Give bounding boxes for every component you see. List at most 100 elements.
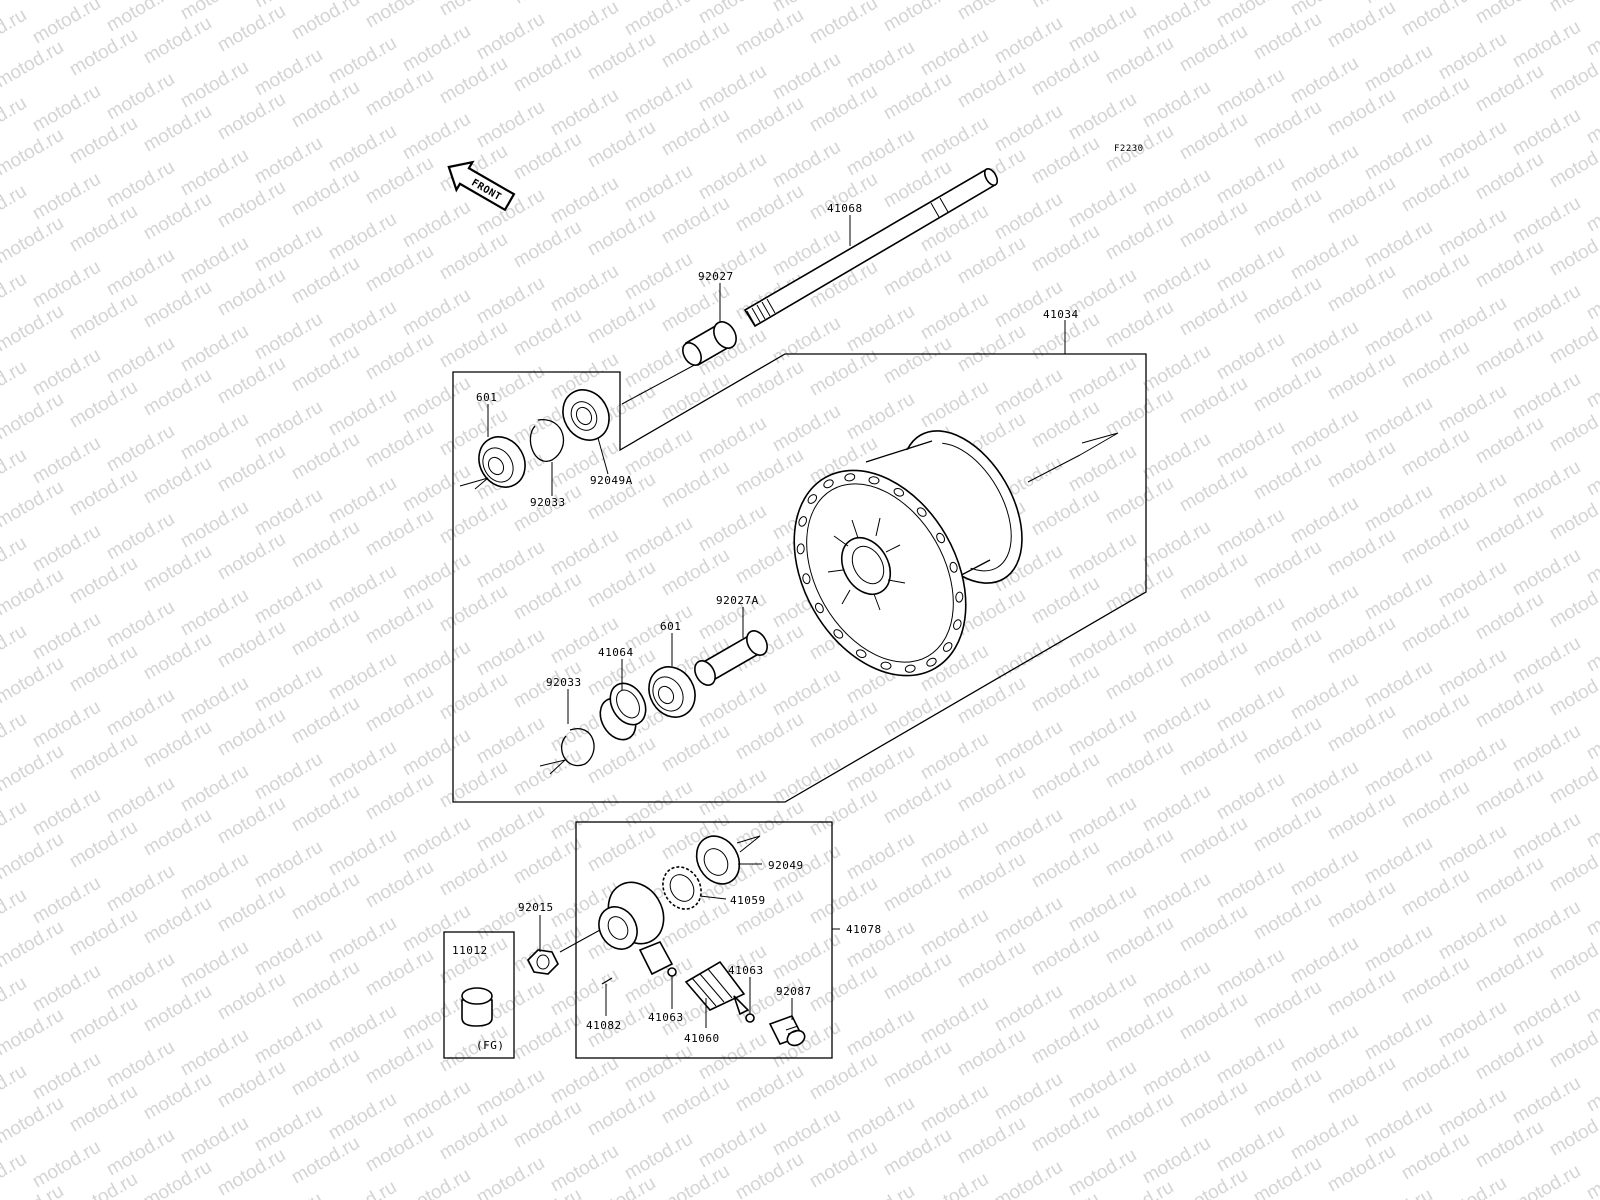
watermark-text: motod.ru (1435, 469, 1510, 525)
watermark-text: motod.ru (103, 333, 178, 389)
watermark-text: motod.ru (251, 1013, 326, 1069)
hub-hole (823, 479, 834, 489)
watermark-text: motod.ru (399, 285, 474, 341)
watermark-text: motod.ru (917, 729, 992, 785)
watermark-text: motod.ru (362, 769, 437, 825)
watermark-text: motod.ru (251, 925, 326, 981)
watermark-text: motod.ru (140, 365, 215, 421)
hub-hole (942, 642, 953, 652)
watermark-text: motod.ru (288, 253, 363, 309)
watermark-text: motod.ru (0, 741, 67, 797)
watermark-text: motod.ru (1583, 269, 1600, 325)
figure-code: F2230 (1114, 144, 1144, 154)
watermark-text: motod.ru (1102, 473, 1177, 529)
watermark-text: motod.ru (103, 0, 178, 36)
watermark-text: motod.ru (1250, 1065, 1325, 1121)
watermark-text: motod.ru (954, 1113, 1029, 1169)
watermark-text: motod.ru (214, 705, 289, 761)
watermark-text: motod.ru (1361, 657, 1436, 713)
watermark-text: motod.ru (1102, 297, 1177, 353)
watermark-text: motod.ru (1176, 21, 1251, 77)
watermark-text: motod.ru (1250, 9, 1325, 65)
watermark-text: motod.ru (177, 1025, 252, 1081)
watermark-text: motod.ru (214, 265, 289, 321)
watermark-text: motod.ru (399, 197, 474, 253)
watermark-text: motod.ru (140, 541, 215, 597)
watermark-text: motod.ru (325, 1177, 400, 1200)
watermark-text: motod.ru (1065, 1145, 1140, 1200)
watermark-text: motod.ru (1287, 1109, 1362, 1165)
watermark-text: motod.ru (473, 889, 548, 945)
watermark-text: motod.ru (0, 5, 30, 61)
watermark-text: motod.ru (1028, 0, 1103, 12)
watermark-text: motod.ru (0, 1005, 67, 1061)
watermark-text: motod.ru (1472, 0, 1547, 28)
callout-601-bottom: 601 (660, 620, 681, 633)
watermark-text: motod.ru (0, 301, 67, 357)
watermark-text: motod.ru (1065, 705, 1140, 761)
watermark-text: motod.ru (1583, 357, 1600, 413)
watermark-text: motod.ru (1028, 749, 1103, 805)
watermark-text: motod.ru (1509, 1161, 1584, 1200)
watermark-text: motod.ru (362, 329, 437, 385)
watermark-text: motod.ru (880, 773, 955, 829)
watermark-text: motod.ru (1213, 153, 1288, 209)
watermark-text: motod.ru (1065, 89, 1140, 145)
watermark-text: motod.ru (436, 845, 511, 901)
watermark-text: motod.ru (1472, 677, 1547, 733)
watermark-text: motod.ru (991, 189, 1066, 245)
hub-hole (796, 543, 805, 555)
watermark-text: motod.ru (1361, 393, 1436, 449)
watermark-text: motod.ru (362, 0, 437, 32)
watermark-text: motod.ru (140, 189, 215, 245)
watermark-text: motod.ru (473, 361, 548, 417)
watermark-text: motod.ru (806, 1049, 881, 1105)
watermark-text: motod.ru (362, 241, 437, 297)
watermark-text: motod.ru (769, 1105, 844, 1161)
watermark-text: motod.ru (1176, 373, 1251, 429)
watermark-text: motod.ru (473, 273, 548, 329)
stud-line (559, 929, 601, 953)
watermark-text: motod.ru (1472, 501, 1547, 557)
watermark-text: motod.ru (695, 149, 770, 205)
watermark-text: motod.ru (1028, 925, 1103, 981)
watermark-text: motod.ru (954, 0, 1029, 24)
watermark-text: motod.ru (1287, 757, 1362, 813)
callout-92027A: 92027A (716, 594, 759, 607)
watermark-text: motod.ru (584, 117, 659, 173)
watermark-text: motod.ru (954, 57, 1029, 113)
watermark-text: motod.ru (288, 429, 363, 485)
watermark-text: motod.ru (1509, 633, 1584, 689)
watermark-text: motod.ru (66, 113, 141, 169)
watermark-text: motod.ru (0, 445, 30, 501)
watermark-text: motod.ru (1213, 593, 1288, 649)
watermark-text: motod.ru (288, 1133, 363, 1189)
watermark-text: motod.ru (1102, 561, 1177, 617)
watermark-text: motod.ru (1250, 713, 1325, 769)
watermark-text: motod.ru (177, 57, 252, 113)
watermark-text: motod.ru (1176, 1165, 1251, 1200)
watermark-text: motod.ru (584, 733, 659, 789)
watermark-text: motod.ru (1065, 353, 1140, 409)
watermark-text: motod.ru (436, 53, 511, 109)
watermark-text: motod.ru (584, 29, 659, 85)
watermark-text: motod.ru (769, 401, 844, 457)
watermark-text: motod.ru (658, 1073, 733, 1129)
callout-41034: 41034 (1043, 308, 1079, 321)
watermark-text: motod.ru (1176, 637, 1251, 693)
watermark-text: motod.ru (1546, 0, 1600, 16)
watermark-text: motod.ru (1028, 1013, 1103, 1069)
watermark-text: motod.ru (1250, 449, 1325, 505)
watermark-text: motod.ru (29, 873, 104, 929)
watermark-text: motod.ru (806, 873, 881, 929)
watermark-text: motod.ru (362, 593, 437, 649)
watermark-text: motod.ru (0, 477, 67, 533)
watermark-text: motod.ru (621, 0, 696, 40)
watermark-text: motod.ru (362, 1033, 437, 1089)
watermark-text: motod.ru (1176, 725, 1251, 781)
watermark-text: motod.ru (547, 261, 622, 317)
watermark-text: motod.ru (1472, 941, 1547, 997)
watermark-text: motod.ru (1139, 77, 1214, 133)
